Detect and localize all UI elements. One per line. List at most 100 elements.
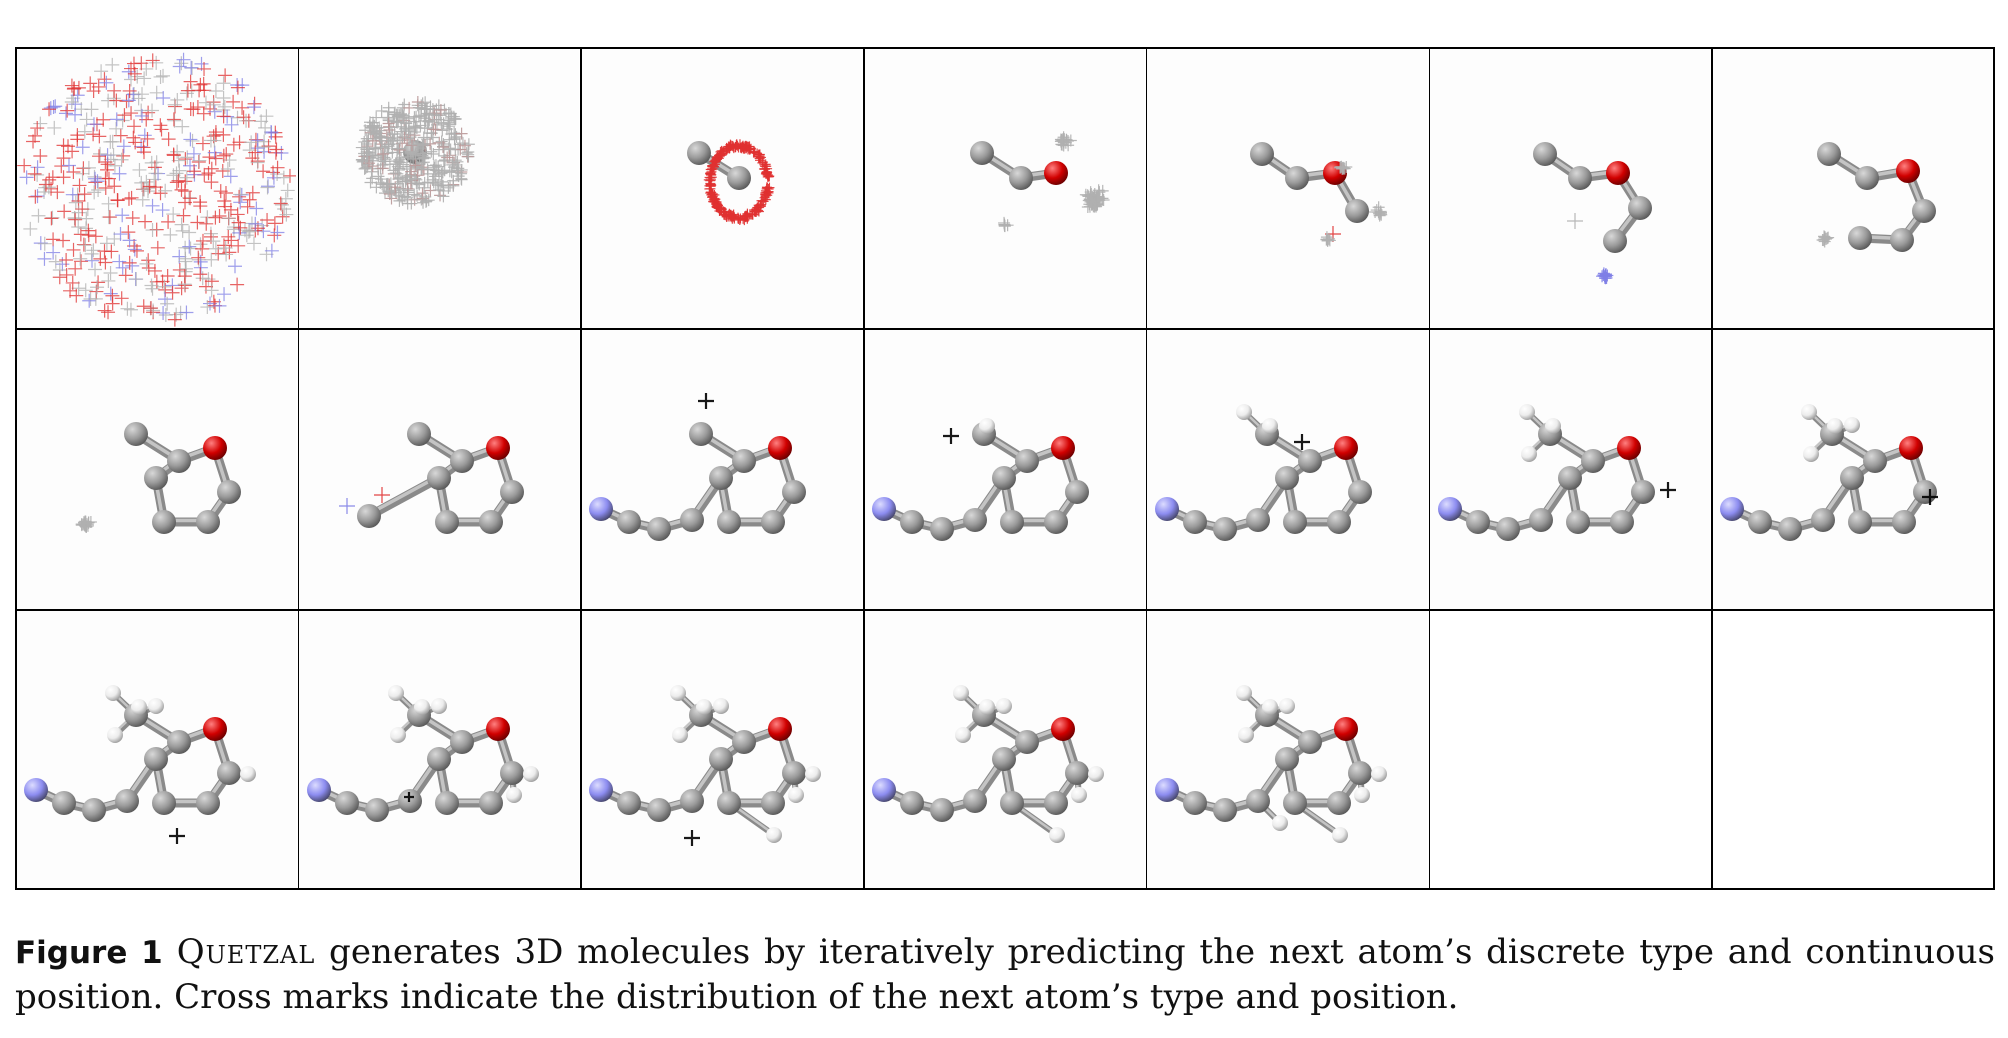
carbon-atom: [647, 517, 672, 541]
oxygen-atom: [1051, 436, 1076, 460]
cross-mark: [97, 244, 112, 259]
cross-mark: [376, 162, 389, 175]
generation-step-panel: [864, 329, 1145, 609]
nitrogen-atom: [1154, 497, 1179, 521]
nitrogen-atom: [1437, 497, 1462, 521]
cross-mark: [260, 212, 275, 227]
cross-mark: [426, 131, 439, 144]
molecule-render: [589, 393, 807, 541]
cross-mark: [280, 183, 295, 198]
cross-mark: [129, 272, 144, 287]
carbon-atom: [930, 517, 955, 541]
carbon-atom: [617, 791, 642, 815]
carbon-atom: [900, 510, 925, 534]
cross-mark: [142, 179, 157, 194]
cross-mark: [432, 143, 445, 156]
cross-mark: [370, 122, 383, 135]
hydrogen-atom: [107, 727, 123, 743]
carbon-atom: [1892, 510, 1917, 534]
cross-mark: [138, 214, 153, 229]
cross-mark: [37, 251, 52, 266]
hydrogen-atom: [1278, 698, 1295, 714]
carbon-atom: [1848, 510, 1873, 534]
carbon-atom: [1274, 747, 1299, 771]
cross-mark: [177, 269, 192, 284]
cross-mark: [166, 148, 181, 163]
cross-mark: [56, 138, 71, 153]
cross-mark: [369, 142, 382, 155]
cross-mark: [182, 225, 197, 240]
carbon-atom: [930, 798, 955, 822]
cross-mark: [156, 90, 171, 105]
cross-mark: [408, 126, 421, 139]
cross-mark: [178, 174, 193, 189]
cross-mark: [73, 251, 88, 266]
carbon-atom: [1245, 508, 1270, 532]
cross-mark: [77, 124, 92, 139]
cross-mark: [204, 161, 219, 176]
carbon-atom: [1748, 510, 1773, 534]
cross-mark: [109, 112, 124, 127]
cross-mark: [417, 181, 430, 194]
hydrogen-atom: [240, 766, 256, 782]
cross-mark: [103, 286, 118, 301]
cross-mark: [79, 211, 94, 226]
cross-mark: [71, 220, 86, 235]
cross-mark: [256, 224, 271, 239]
hydrogen-atom: [788, 787, 805, 803]
cross-mark: [81, 519, 94, 532]
cross-mark: [198, 279, 213, 294]
oxygen-atom: [1605, 161, 1630, 185]
cross-mark: [115, 208, 130, 223]
cross-mark: [17, 158, 32, 173]
cross-mark: [44, 211, 59, 226]
hydrogen-atom: [1237, 727, 1254, 743]
cross-mark: [384, 132, 397, 145]
carbon-atom: [1848, 226, 1873, 250]
cross-mark: [456, 137, 469, 150]
carbon-atom: [1009, 166, 1034, 190]
cross-mark: [208, 151, 223, 166]
cross-mark: [102, 210, 117, 225]
cross-mark: [127, 242, 142, 257]
carbon-atom: [732, 730, 757, 754]
cross-mark: [72, 178, 87, 193]
generation-step-panel: [864, 48, 1145, 328]
cross-mark: [760, 191, 771, 202]
molecule-render: [355, 95, 475, 210]
cross-mark: [130, 69, 145, 84]
cross-mark: [105, 57, 120, 72]
cross-mark: [47, 120, 62, 135]
cross-mark: [78, 238, 93, 253]
cross-mark: [360, 132, 373, 145]
cross-mark: [198, 95, 213, 110]
oxygen-atom: [1051, 717, 1076, 741]
carbon-atom: [426, 466, 451, 490]
cross-mark: [195, 241, 210, 256]
cross-mark: [442, 120, 455, 133]
carbon-atom: [1326, 510, 1351, 534]
carbon-atom: [1249, 142, 1274, 166]
cross-mark: [42, 102, 57, 117]
cross-mark: [141, 105, 156, 120]
cross-mark: [223, 169, 238, 184]
cross-mark: [19, 170, 34, 185]
cross-mark: [150, 240, 165, 255]
cross-mark: [357, 147, 370, 160]
cross-mark: [46, 232, 61, 247]
cross-mark: [103, 134, 118, 149]
carbon-atom: [1609, 510, 1634, 534]
cross-mark: [1598, 271, 1611, 284]
cross-mark: [714, 150, 725, 161]
carbon-atom: [1567, 166, 1592, 190]
cross-mark: [180, 150, 195, 165]
hydrogen-atom: [1520, 446, 1537, 462]
cross-mark: [242, 223, 257, 238]
cross-mark: [124, 106, 139, 121]
cross-mark: [250, 133, 265, 148]
cross-mark: [217, 99, 232, 114]
cross-mark: [149, 55, 164, 70]
cross-mark: [135, 192, 150, 207]
cross-mark: [167, 97, 182, 112]
carbon-atom: [478, 791, 503, 815]
